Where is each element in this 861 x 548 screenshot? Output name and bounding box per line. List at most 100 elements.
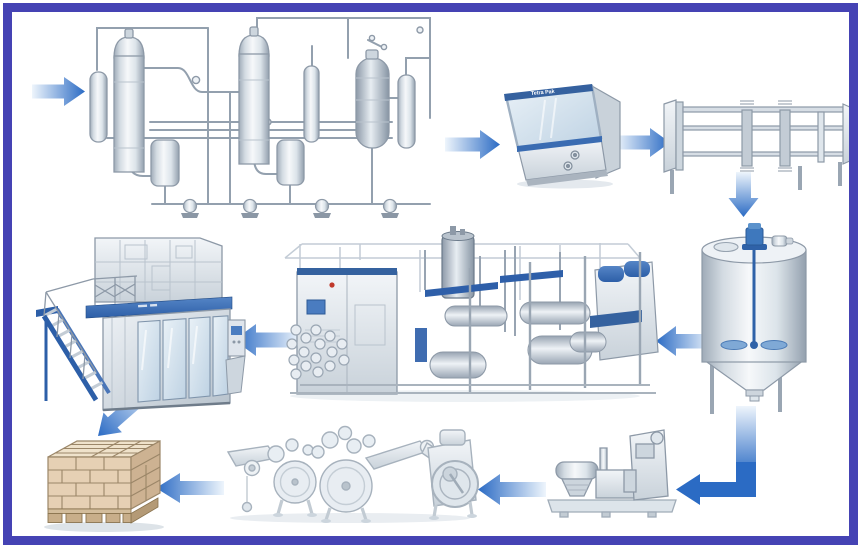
phe-top-rail xyxy=(682,106,844,113)
separator-machine xyxy=(547,429,677,518)
small-column-3 xyxy=(397,74,416,149)
red-button xyxy=(329,282,335,288)
glass-door xyxy=(137,319,161,403)
stair-platform xyxy=(36,306,58,317)
cabinet-blue-stripe xyxy=(517,136,602,152)
separator-pipe xyxy=(599,447,608,473)
wire-weight xyxy=(241,501,253,513)
separator-port xyxy=(650,431,664,445)
plant-coil-bundle xyxy=(286,324,350,380)
plant-blue-beam xyxy=(500,270,563,283)
cabinet-base xyxy=(526,170,608,186)
flywheel xyxy=(431,460,479,508)
column-ring-lines xyxy=(114,77,389,149)
mixing-tank-with-agitator xyxy=(701,223,807,414)
arrow-inlet-right xyxy=(32,77,85,106)
filler-band-marks xyxy=(138,303,158,308)
plant-blue-beam xyxy=(425,282,498,297)
plant-horizontal-vessels xyxy=(429,301,593,379)
machines-shadow xyxy=(230,513,470,523)
separator-bowl xyxy=(555,461,599,480)
arrow-separator-to-machines xyxy=(478,474,546,505)
filler-glass-doors xyxy=(137,315,229,403)
plant-blue-column xyxy=(415,328,427,362)
separator-base-plate xyxy=(547,499,677,513)
flash-tank-1 xyxy=(150,139,180,187)
filler-left-panels xyxy=(111,317,126,409)
diagram-border xyxy=(3,3,858,545)
filler-chute xyxy=(225,355,246,395)
evaporator-columns xyxy=(89,26,416,187)
glass-door xyxy=(188,316,211,399)
access-staircase xyxy=(36,275,138,402)
arrow-phe-to-tank xyxy=(728,172,759,217)
agitator xyxy=(720,223,788,350)
phe-follower-plate xyxy=(741,109,753,167)
flow-arrows xyxy=(32,77,759,505)
tank-cone-bottom xyxy=(702,359,806,391)
glass-reflection xyxy=(539,97,557,141)
cabinet-banner xyxy=(504,84,593,101)
agitator-motor xyxy=(745,227,764,246)
tank-side-fitting xyxy=(771,235,794,247)
plant-frame-legs xyxy=(468,252,642,392)
uht-processing-plant xyxy=(284,226,659,402)
separator-feet xyxy=(559,511,657,518)
pallet-of-cartons xyxy=(44,439,164,532)
filler-walkway-band xyxy=(85,296,233,319)
filler-panel-seams xyxy=(95,240,222,300)
flash-tank-2 xyxy=(276,139,305,186)
transfer-arm xyxy=(364,440,430,470)
carton-joints xyxy=(48,440,161,509)
evaporator-columns-unit xyxy=(89,17,431,218)
separator-funnel xyxy=(560,478,594,497)
column-1-dome xyxy=(113,36,145,59)
phe-follower-plate xyxy=(779,109,791,167)
machine-legs xyxy=(276,499,474,521)
tetra-pak-control-cabinet: Tetra Pak xyxy=(504,84,621,189)
carton-filling-machine-with-stairs xyxy=(36,237,246,412)
arrow-evaporator-to-cabinet xyxy=(445,130,500,159)
small-column-2 xyxy=(303,65,320,143)
cabinet-banner-label: Tetra Pak xyxy=(531,89,555,97)
arrow-plant-to-filler xyxy=(234,324,300,356)
filler-control-box xyxy=(225,319,246,395)
tall-column-2 xyxy=(238,53,270,165)
tank-manhole xyxy=(713,241,739,253)
plant-right-unit xyxy=(569,261,659,361)
phe-legs xyxy=(670,162,842,194)
phe-end-plate xyxy=(663,99,677,173)
agitator-blade xyxy=(720,340,748,350)
wheel-machine-head xyxy=(439,429,466,446)
plant-vertical-pipes xyxy=(424,246,561,336)
arrow-cabinet-to-phe xyxy=(616,128,670,157)
glass-door xyxy=(212,315,229,397)
pump-icon xyxy=(182,198,198,214)
cabinet-knobs xyxy=(563,150,580,171)
arrow-machines-to-pallet xyxy=(156,473,224,503)
glass-door xyxy=(162,318,187,401)
arrow-tank-to-separator xyxy=(676,406,756,505)
pump-icon xyxy=(382,198,398,214)
tank-outlet xyxy=(745,389,764,397)
arrow-tank-to-plant xyxy=(656,326,712,356)
wood-pallet xyxy=(47,497,159,524)
plant-base xyxy=(290,384,656,394)
filler-upper-cabinet xyxy=(94,237,223,303)
top-spheres xyxy=(267,425,376,463)
column-2-dome xyxy=(238,34,270,57)
pump-icon xyxy=(242,198,258,214)
control-screen xyxy=(231,326,242,335)
plate-heat-exchanger-frame xyxy=(663,99,853,194)
phe-bolt-stacks xyxy=(740,100,792,172)
pump-icon xyxy=(314,198,330,214)
round-processing-machines xyxy=(226,425,479,523)
pallet-shadow xyxy=(44,522,164,532)
cabinet-screen xyxy=(306,299,326,315)
condenser-vessel xyxy=(355,57,390,149)
tall-column-1 xyxy=(113,55,145,173)
pumps xyxy=(181,198,399,218)
machine-feet xyxy=(273,513,477,523)
